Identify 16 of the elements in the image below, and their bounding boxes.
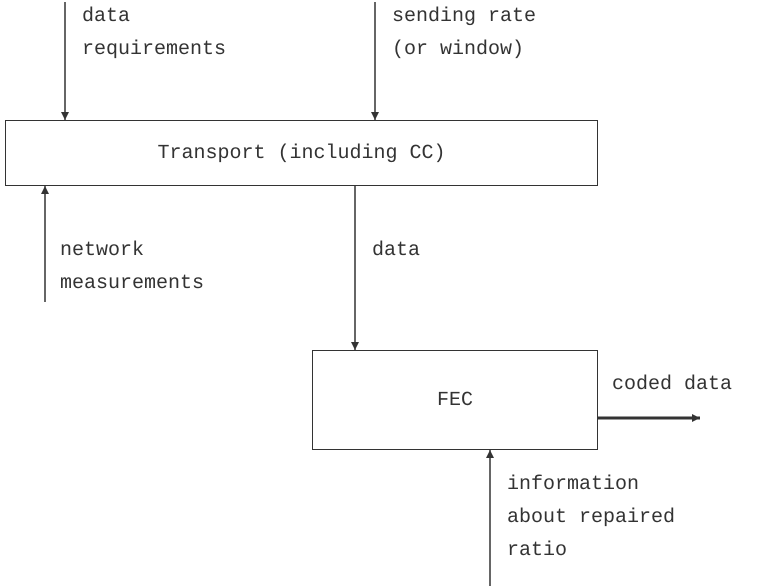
box-title: FEC	[436, 388, 473, 412]
edge-label: information about repaired ratio	[507, 472, 676, 564]
edge-label: data	[372, 238, 422, 264]
process-box	[312, 350, 598, 450]
arrow	[351, 186, 359, 350]
process-box	[5, 120, 598, 186]
arrow	[486, 450, 494, 586]
arrow	[371, 2, 379, 120]
arrow	[598, 414, 700, 422]
edge-label: coded data	[612, 372, 734, 398]
box-title: Transport (including CC)	[157, 142, 446, 164]
edge-label: sending rate (or window)	[392, 4, 538, 63]
edge-label: network measurements	[60, 238, 206, 297]
arrow	[61, 2, 69, 120]
edge-label: data requirements	[82, 4, 228, 63]
arrow	[41, 186, 49, 302]
